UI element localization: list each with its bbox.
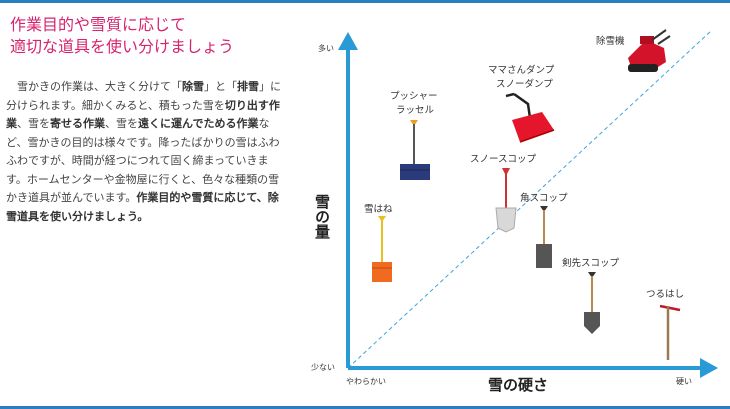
- bold-haisetsu: 排雪: [237, 80, 259, 93]
- bottom-border: [0, 406, 730, 409]
- text-segment: など、雪かきの目的は様々です。降ったばかりの雪はふわふわですが、時間が経つにつれ…: [6, 117, 280, 204]
- label-yukihane: 雪はね: [364, 204, 393, 215]
- snow-scoop-icon: [495, 168, 517, 233]
- text-segment: 」に分けられます。細かくみると、積もった雪を: [6, 80, 281, 112]
- top-border: [0, 0, 730, 3]
- kensaki-scoop-icon: [584, 272, 600, 334]
- page-title: 作業目的や雪質に応じて 適切な道具を使い分けましょう: [10, 14, 300, 58]
- bold-yoseru: 寄せる作業: [50, 117, 105, 130]
- label-tsuruhashi: つるはし: [646, 289, 684, 300]
- bold-conclusion: 作業目的や雪質に応じて、除雪道具を使い分けましょう。: [6, 191, 279, 223]
- snow-dump-icon: [505, 92, 555, 143]
- x-axis-title: 雪の硬さ: [488, 376, 548, 394]
- label-mama-dump-2: スノーダンプ: [496, 78, 553, 90]
- intro-paragraph: 雪かきの作業は、大きく分けて「除雪」と「排雪」に分けられます。細かくみると、積も…: [6, 78, 282, 226]
- text-segment: 雪かきの作業は、大きく分けて「: [17, 80, 182, 93]
- label-kensaki-scoop: 剣先スコップ: [562, 257, 620, 269]
- label-pusher-1: プッシャー: [390, 91, 438, 102]
- kaku-scoop-icon: [536, 206, 552, 268]
- label-mama-dump-1: ママさんダンプ: [488, 64, 555, 76]
- y-min-label: 少ない: [311, 363, 335, 372]
- pusher-icon: [400, 120, 430, 180]
- label-snow-scoop: スノースコップ: [470, 154, 537, 165]
- title-line-1: 作業目的や雪質に応じて: [10, 15, 187, 34]
- x-min-label: やわらかい: [346, 377, 386, 386]
- label-pusher-2: ラッセル: [396, 105, 435, 116]
- y-axis-title: 雪の量: [313, 194, 331, 239]
- yukihane-icon: [372, 216, 392, 282]
- text-segment: 、雪を: [17, 117, 50, 130]
- label-kaku-scoop: 角スコップ: [520, 192, 568, 204]
- x-max-label: 硬い: [676, 377, 692, 386]
- bold-hakobu: 遠くに運んでためる作業: [138, 117, 259, 130]
- y-axis-arrow: [338, 32, 358, 50]
- text-segment: 、雪を: [105, 117, 138, 130]
- title-line-2: 適切な道具を使い分けましょう: [10, 37, 235, 56]
- bold-jyosetsu: 除雪: [182, 80, 204, 93]
- y-max-label: 多い: [318, 43, 334, 53]
- text-segment: 」と「: [204, 80, 237, 93]
- bold-kiridasu: 切り出す作業: [6, 98, 280, 131]
- label-snowblower: 除雪機: [596, 35, 625, 47]
- snowblower-icon: [628, 29, 671, 72]
- diagonal-guide-line: [347, 29, 713, 369]
- x-axis-arrow: [700, 358, 718, 378]
- pickaxe-icon: [659, 304, 681, 360]
